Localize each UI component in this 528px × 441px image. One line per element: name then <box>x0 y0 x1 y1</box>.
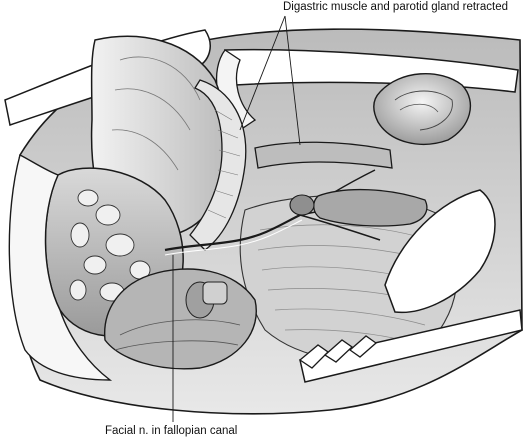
facial-nerve-trunk <box>164 214 301 252</box>
label-facial-nerve: Facial n. in fallopian canal <box>105 425 238 437</box>
auricle <box>373 73 472 146</box>
label-digastric-parotid: Digastric muscle and parotid gland retra… <box>283 1 509 13</box>
gland-nodule <box>289 194 315 216</box>
skin-flap-left <box>8 153 113 381</box>
digastric-muscle <box>254 141 393 169</box>
retractor-teeth <box>298 335 378 369</box>
self-retaining-retractor <box>299 309 523 383</box>
parotid-gland <box>313 188 428 227</box>
label-leaders <box>172 15 301 422</box>
retractor-right <box>384 189 496 314</box>
